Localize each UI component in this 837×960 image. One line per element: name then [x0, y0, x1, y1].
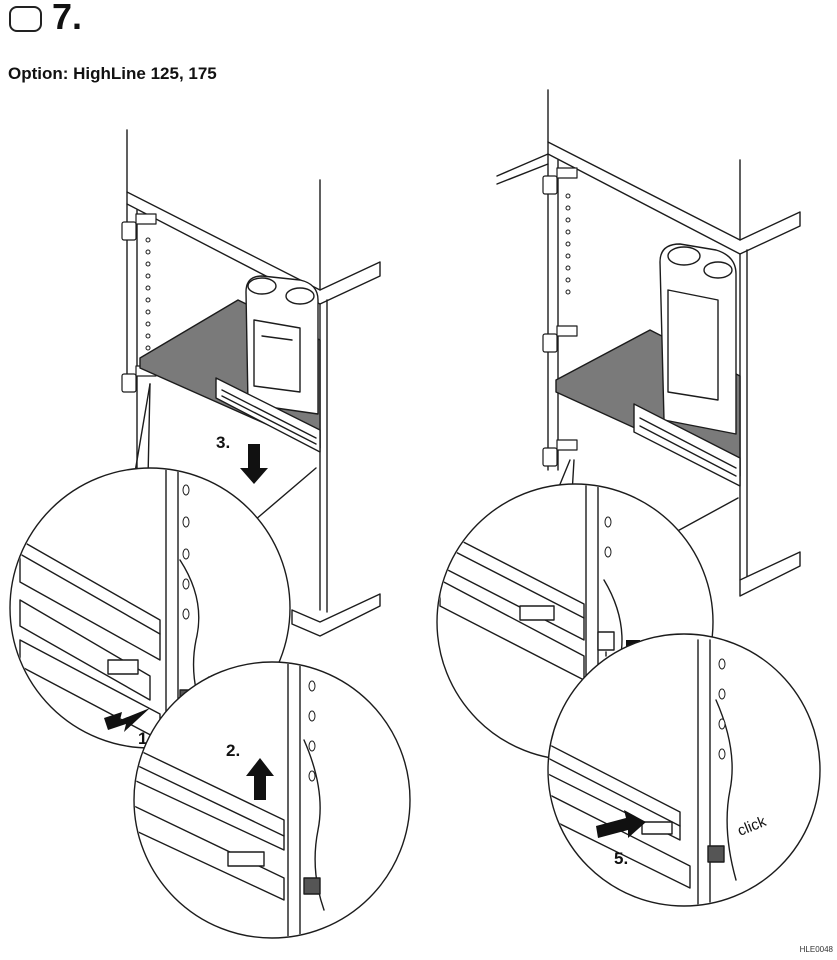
arrow-left-icon — [104, 708, 150, 732]
step5-label: 5. — [614, 849, 628, 868]
option-heading: Option: HighLine 125, 175 — [8, 64, 217, 83]
step3-label: 3. — [216, 433, 230, 452]
step-number: 7. — [52, 0, 83, 37]
clip-icon — [597, 631, 615, 651]
step-checkbox[interactable] — [9, 6, 42, 32]
detail-circle-2: 2. — [133, 661, 411, 939]
hinge-icon — [542, 167, 578, 467]
arrow-right-icon — [596, 810, 646, 838]
left-cabinet: 3. — [121, 129, 381, 637]
right-cabinet — [496, 89, 801, 597]
arrow-up-icon — [246, 758, 274, 800]
clip-icon — [303, 877, 321, 895]
drawer-front — [633, 403, 741, 487]
hole-row — [565, 193, 571, 295]
detail-circle-5: click 5. — [547, 633, 821, 907]
clip-icon — [707, 845, 725, 863]
arrow-down-icon — [240, 444, 268, 484]
appliance-icon — [245, 275, 319, 415]
hole-row — [145, 237, 151, 351]
drawing-code: HLE0048 — [799, 945, 833, 954]
step2-label: 2. — [226, 741, 240, 760]
appliance-icon — [659, 243, 737, 435]
